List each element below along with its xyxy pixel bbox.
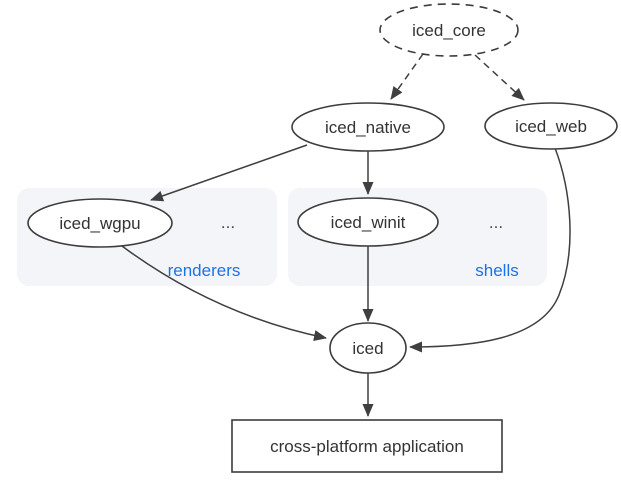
- iced-winit-label: iced_winit: [331, 213, 406, 232]
- node-application: cross-platform application: [231, 419, 503, 473]
- iced-native-ellipse: [291, 102, 445, 152]
- edge-iced-core-to-iced-web: [474, 54, 525, 101]
- node-iced-winit: iced_winit: [297, 197, 439, 247]
- renderers-ellipsis: ...: [221, 213, 235, 232]
- iced-web-ellipse: [484, 102, 618, 150]
- iced-wgpu-label: iced_wgpu: [59, 214, 140, 233]
- edge-iced-native-to-iced-wgpu: [150, 144, 308, 202]
- shells-ellipsis: ...: [489, 213, 503, 232]
- application-rect: [231, 419, 503, 473]
- iced-winit-ellipse: [297, 197, 439, 247]
- application-label: cross-platform application: [270, 437, 464, 456]
- edge-iced-core-to-iced-native: [390, 53, 424, 100]
- renderers-group-label: renderers: [168, 261, 241, 280]
- shells-group-label: shells: [475, 261, 518, 280]
- node-iced-web: iced_web: [484, 102, 618, 150]
- node-iced: iced: [329, 322, 407, 374]
- edge-iced-web-to-iced: [409, 147, 571, 353]
- iced-ellipse: [329, 322, 407, 374]
- iced-wgpu-ellipse: [27, 198, 173, 248]
- node-iced-wgpu: iced_wgpu: [27, 198, 173, 248]
- node-iced-native: iced_native: [291, 102, 445, 152]
- node-iced-core: iced_core: [379, 3, 519, 57]
- iced-label: iced: [352, 339, 383, 358]
- iced-core-label: iced_core: [412, 21, 486, 40]
- iced-native-label: iced_native: [325, 118, 411, 137]
- edge-iced-wgpu-to-iced: [121, 245, 327, 341]
- iced-core-ellipse: [379, 3, 519, 57]
- iced-web-label: iced_web: [515, 117, 587, 136]
